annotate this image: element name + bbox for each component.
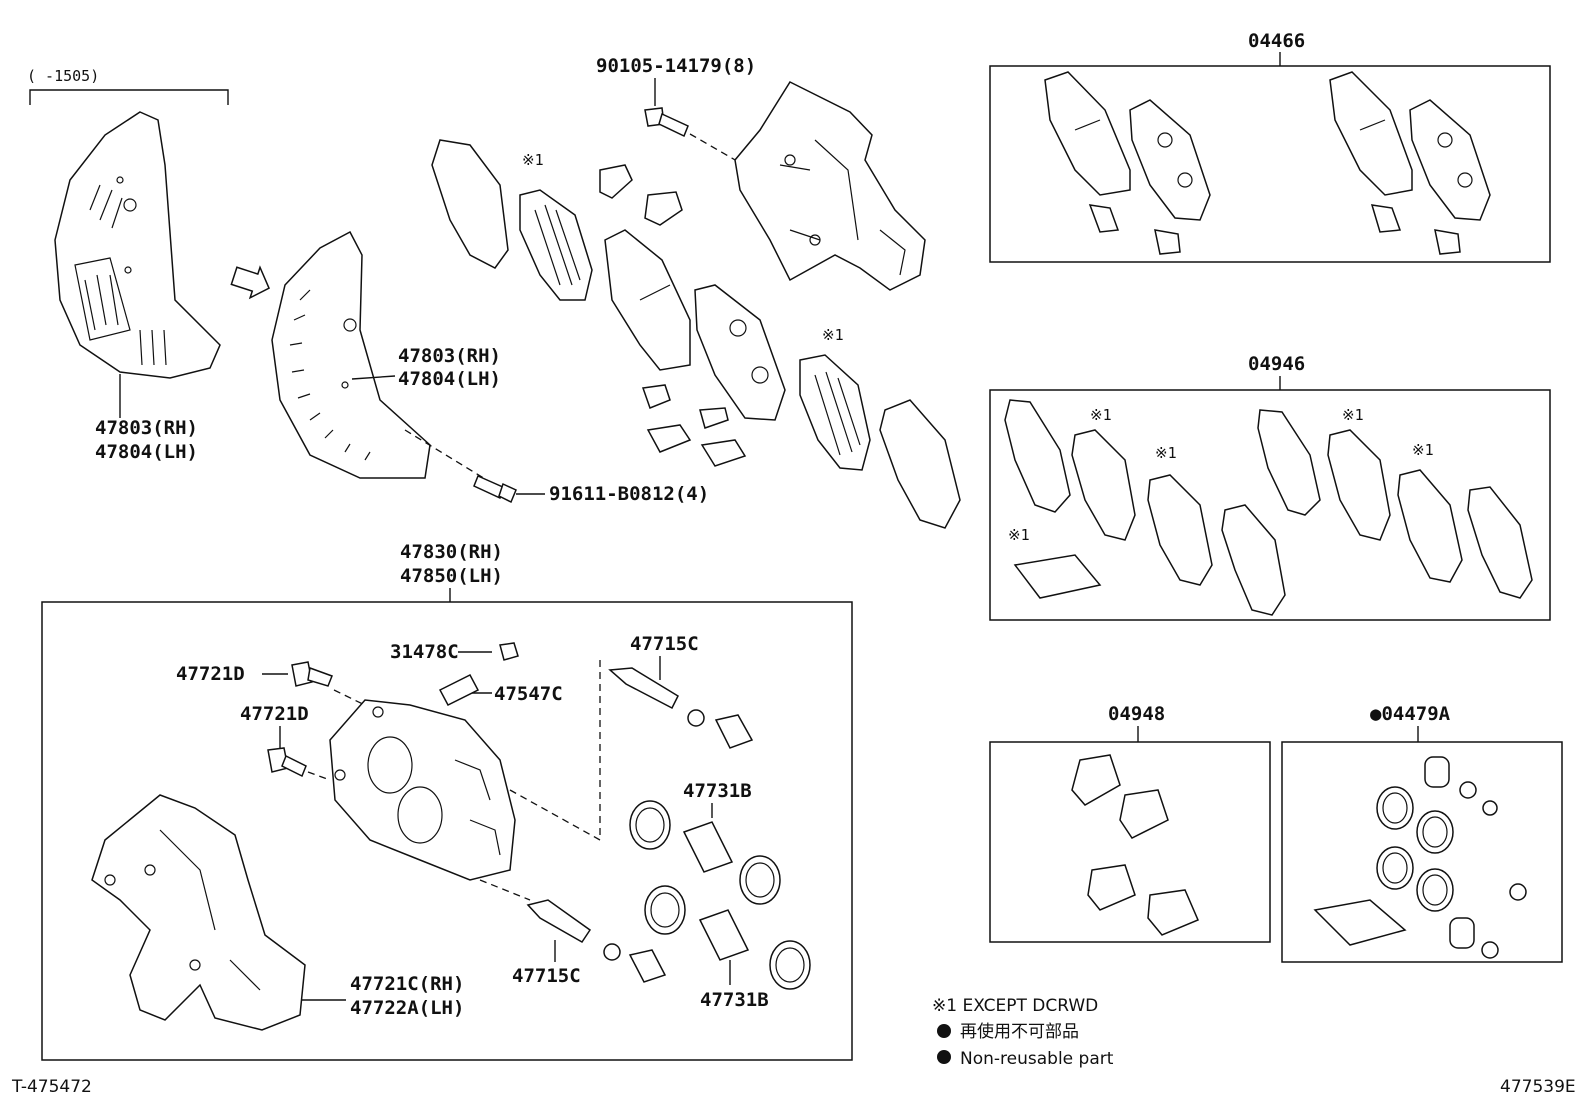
dust-shield-old <box>54 111 221 379</box>
kit-04946-shims <box>1004 399 1533 616</box>
kit-04946-mark-5: ※1 <box>1008 526 1030 544</box>
caliper-body <box>329 699 516 881</box>
legend-non-reusable-en: Non-reusable part <box>960 1049 1114 1069</box>
bolt-shield-dash <box>404 429 491 483</box>
shield-bolt <box>473 474 517 504</box>
shield-new-lh-label: 47804(LH) <box>398 368 501 390</box>
kit-04479a-seals <box>1313 756 1527 959</box>
kit-04948-clips <box>1071 754 1199 936</box>
bleeder-screw-a <box>291 661 333 687</box>
kit-04946-mark-1: ※1 <box>1090 406 1112 424</box>
caliper-rh-label: 47830(RH) <box>400 541 503 563</box>
slide-pin-top <box>608 667 754 749</box>
mark-2-label: ※1 <box>822 326 844 344</box>
piston-bottom-label: 47731B <box>700 989 769 1011</box>
bullet-icon-2 <box>937 1050 951 1064</box>
brake-pad-1 <box>604 229 691 371</box>
leader-shield-new <box>351 375 396 380</box>
kit-04466-pads-right <box>1329 71 1491 255</box>
bleeder-screw-b <box>267 747 307 778</box>
caliper-lh-label: 47850(LH) <box>400 565 503 587</box>
slide-pin-bottom-label: 47715C <box>512 965 581 987</box>
slide-pin-dash <box>509 660 601 842</box>
pad-clip-lower-2 <box>699 407 747 467</box>
kit-04946-mark-2: ※1 <box>1155 444 1177 462</box>
mark-1-label: ※1 <box>522 151 544 169</box>
arrow-icon <box>230 265 270 300</box>
bleeder-cap <box>499 642 519 661</box>
slide-pin-bottom <box>526 899 667 983</box>
bleeder-b-dash <box>307 771 331 781</box>
kit-04479a-box <box>1281 741 1563 963</box>
shim-outer-2 <box>879 399 961 529</box>
mounting-bracket <box>91 794 306 1031</box>
shield-new-rh-label: 47803(RH) <box>398 345 501 367</box>
pad-clip-top-2 <box>644 191 683 226</box>
kit-04948-box <box>989 741 1271 943</box>
caliper-assembly-box <box>41 601 853 1061</box>
kit-04466-label: 04466 <box>1248 30 1305 52</box>
kit-04948-label: 04948 <box>1108 703 1165 725</box>
legend-except: ※1 EXCEPT DCRWD <box>932 996 1098 1016</box>
kit-04479a-label: ●04479A <box>1370 703 1451 725</box>
footer-left-code: T-475472 <box>11 1077 92 1097</box>
pad-clip-top-1 <box>599 164 633 199</box>
piston-top-label: 47731B <box>683 780 752 802</box>
bolt-top-label: 90105-14179(8) <box>596 55 756 77</box>
legend-non-reusable-jp: 再使用不可部品 <box>960 1021 1079 1042</box>
kit-04946-mark-3: ※1 <box>1342 406 1364 424</box>
date-range-label: ( -1505) <box>27 67 99 85</box>
bolt-shield-label: 91611-B0812(4) <box>549 483 709 505</box>
kit-04466-pads-left <box>1044 71 1211 255</box>
cap-label: 31478C <box>390 641 459 663</box>
dust-shield-new <box>271 230 431 479</box>
plug <box>438 674 480 706</box>
bullet-icon-1 <box>937 1024 951 1038</box>
footer-right-code: 477539E <box>1500 1077 1576 1097</box>
shim-inner-1 <box>519 189 593 301</box>
plug-label: 47547C <box>494 683 563 705</box>
slide-pin-bottom-dash <box>479 879 531 901</box>
kit-04466-box <box>989 65 1551 263</box>
shield-old-rh-label: 47803(RH) <box>95 417 198 439</box>
date-range-bracket <box>29 89 229 105</box>
piston-top <box>629 800 781 905</box>
shim-inner-2 <box>799 354 871 471</box>
mount-rh-label: 47721C(RH) <box>350 973 464 995</box>
torque-plate <box>734 81 926 291</box>
top-bolt <box>644 107 689 138</box>
mount-lh-label: 47722A(LH) <box>350 997 464 1019</box>
brake-pad-2 <box>694 284 786 421</box>
piston-bottom <box>644 885 811 990</box>
shield-old-lh-label: 47804(LH) <box>95 441 198 463</box>
bleeder-b-label: 47721D <box>240 703 309 725</box>
slide-pin-top-label: 47715C <box>630 633 699 655</box>
kit-04946-box <box>989 389 1551 621</box>
bleeder-a-label: 47721D <box>176 663 245 685</box>
shim-outer-1 <box>431 139 509 269</box>
pad-clip-lower-1 <box>641 384 692 453</box>
kit-04946-label: 04946 <box>1248 353 1305 375</box>
kit-04946-mark-4: ※1 <box>1412 441 1434 459</box>
